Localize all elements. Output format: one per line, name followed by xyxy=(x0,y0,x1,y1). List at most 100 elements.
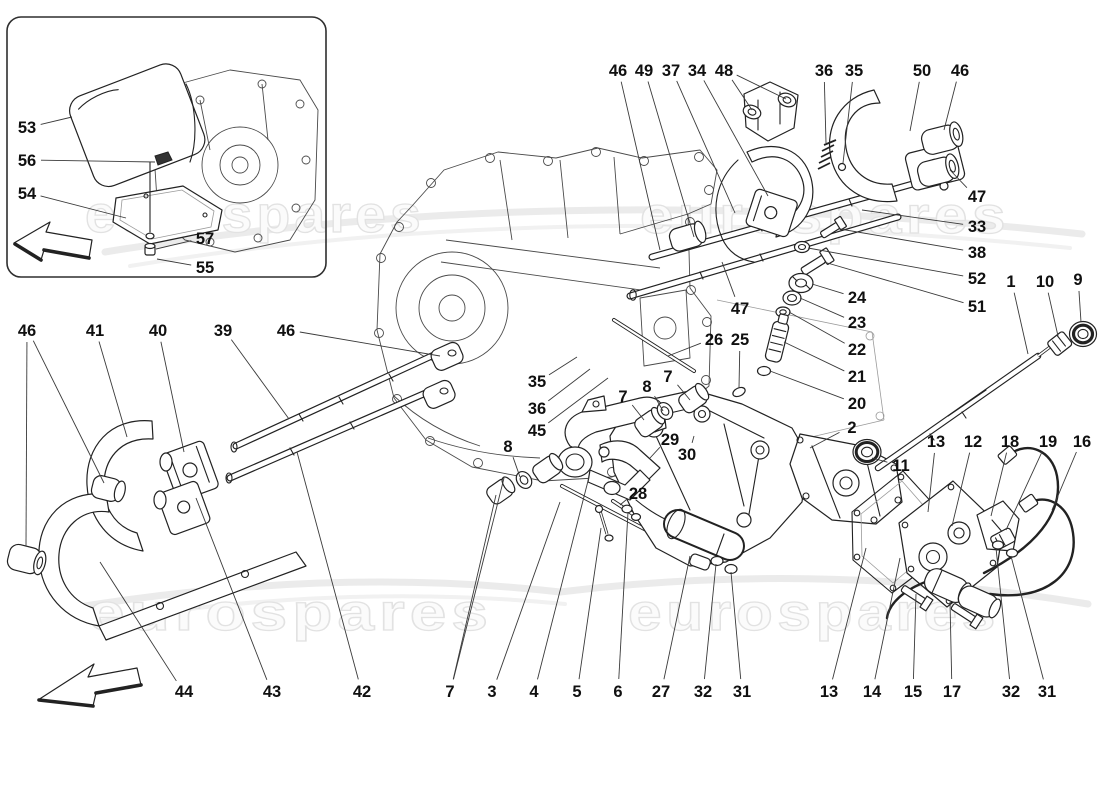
callout-32: 32 xyxy=(1002,683,1020,701)
callout-leader-3 xyxy=(496,501,561,680)
callout-48: 48 xyxy=(715,62,733,80)
callout-leader-9 xyxy=(1078,290,1082,323)
callout-leader-47 xyxy=(721,261,736,297)
callout-leader-1 xyxy=(1013,292,1029,355)
callout-50: 50 xyxy=(913,62,931,80)
callout-40: 40 xyxy=(149,322,167,340)
callout-24: 24 xyxy=(848,289,867,307)
callout-10: 10 xyxy=(1036,273,1054,291)
callout-leader-52 xyxy=(807,247,964,277)
detent-ball-art xyxy=(837,162,847,172)
callout-11: 11 xyxy=(892,457,909,475)
callout-leader-57 xyxy=(155,240,192,250)
callout-leader-29 xyxy=(649,446,661,459)
callout-leader-24 xyxy=(811,283,844,295)
callout-19: 19 xyxy=(1039,433,1057,451)
callout-31: 31 xyxy=(1038,683,1056,701)
callout-21: 21 xyxy=(848,368,866,386)
callout-leader-53 xyxy=(40,116,73,125)
callout-30: 30 xyxy=(678,446,696,464)
nut-10-art xyxy=(1047,331,1073,356)
callout-leader-46 xyxy=(299,331,441,357)
inset-plate-54-art xyxy=(112,185,223,245)
seal-ring-9-art xyxy=(1068,320,1098,348)
callout-leader-56 xyxy=(40,159,156,163)
callout-7: 7 xyxy=(663,368,672,386)
callout-35: 35 xyxy=(845,62,863,80)
callout-leader-38 xyxy=(839,228,964,251)
callout-23: 23 xyxy=(848,314,866,332)
callout-leader-27 xyxy=(663,555,691,680)
left-shift-forks-art xyxy=(6,420,307,641)
callout-leader-46 xyxy=(620,81,661,251)
callout-43: 43 xyxy=(263,683,281,701)
callout-leader-17 xyxy=(949,601,953,680)
callout-45: 45 xyxy=(528,422,546,440)
callout-1: 1 xyxy=(1006,273,1015,291)
callout-39: 39 xyxy=(214,322,232,340)
callout-5: 5 xyxy=(572,683,581,701)
callout-54: 54 xyxy=(18,185,37,203)
callout-12: 12 xyxy=(964,433,982,451)
callout-leader-54 xyxy=(40,195,127,219)
inset-clip-56-art xyxy=(154,151,173,166)
callout-38: 38 xyxy=(968,244,986,262)
callout-leader-48 xyxy=(731,79,753,111)
callout-8: 8 xyxy=(503,438,512,456)
callout-9: 9 xyxy=(1073,271,1082,289)
callout-leader-46 xyxy=(943,81,957,131)
callout-leader-40 xyxy=(160,341,185,453)
callout-37: 37 xyxy=(662,62,680,80)
callout-leader-31 xyxy=(730,571,742,680)
callout-leader-46 xyxy=(32,340,105,484)
callout-46: 46 xyxy=(951,62,969,80)
callout-16: 16 xyxy=(1073,433,1091,451)
callout-leader-48 xyxy=(736,74,787,100)
callout-leader-7 xyxy=(452,494,497,680)
callout-56: 56 xyxy=(18,152,36,170)
callout-leader-5 xyxy=(578,527,602,680)
detent-spring-art xyxy=(817,139,837,170)
callout-leader-44 xyxy=(99,561,177,682)
callout-35: 35 xyxy=(528,373,546,391)
selector-shaft-art xyxy=(789,320,1098,525)
callout-leader-26 xyxy=(667,342,702,357)
left-selector-rods-art xyxy=(225,341,464,484)
callout-8: 8 xyxy=(642,378,651,396)
callout-25: 25 xyxy=(731,331,749,349)
callout-leader-20 xyxy=(769,370,845,400)
callout-17: 17 xyxy=(943,683,961,701)
inset-gearbox-art xyxy=(69,63,319,256)
callout-33: 33 xyxy=(968,218,986,236)
callout-46: 46 xyxy=(609,62,627,80)
callout-13: 13 xyxy=(820,683,838,701)
callout-leader-39 xyxy=(230,339,290,420)
callout-53: 53 xyxy=(18,119,36,137)
callout-20: 20 xyxy=(848,395,866,413)
gasket-cover-sensors-art xyxy=(851,445,1075,630)
bottom-left-arrow xyxy=(37,663,143,708)
callout-27: 27 xyxy=(652,683,670,701)
inset-actuator-canister-art xyxy=(69,63,206,188)
callout-46: 46 xyxy=(277,322,295,340)
callout-leader-21 xyxy=(783,341,845,372)
callout-6: 6 xyxy=(613,683,622,701)
callout-44: 44 xyxy=(175,683,194,701)
callout-leader-8 xyxy=(654,395,664,412)
callout-leader-22 xyxy=(788,311,845,344)
callout-leader-13 xyxy=(927,452,935,513)
callout-leader-45 xyxy=(548,377,609,424)
callout-leader-18 xyxy=(990,452,1007,517)
inset-direction-arrow xyxy=(13,221,93,262)
callout-leader-15 xyxy=(912,593,917,680)
callout-leader-46 xyxy=(25,341,28,547)
inset-nut-55-art xyxy=(144,242,156,256)
callout-leader-10 xyxy=(1047,292,1059,337)
callout-31: 31 xyxy=(733,683,751,701)
callout-7: 7 xyxy=(445,683,454,701)
callout-leader-7 xyxy=(453,477,505,680)
callout-52: 52 xyxy=(968,270,986,288)
